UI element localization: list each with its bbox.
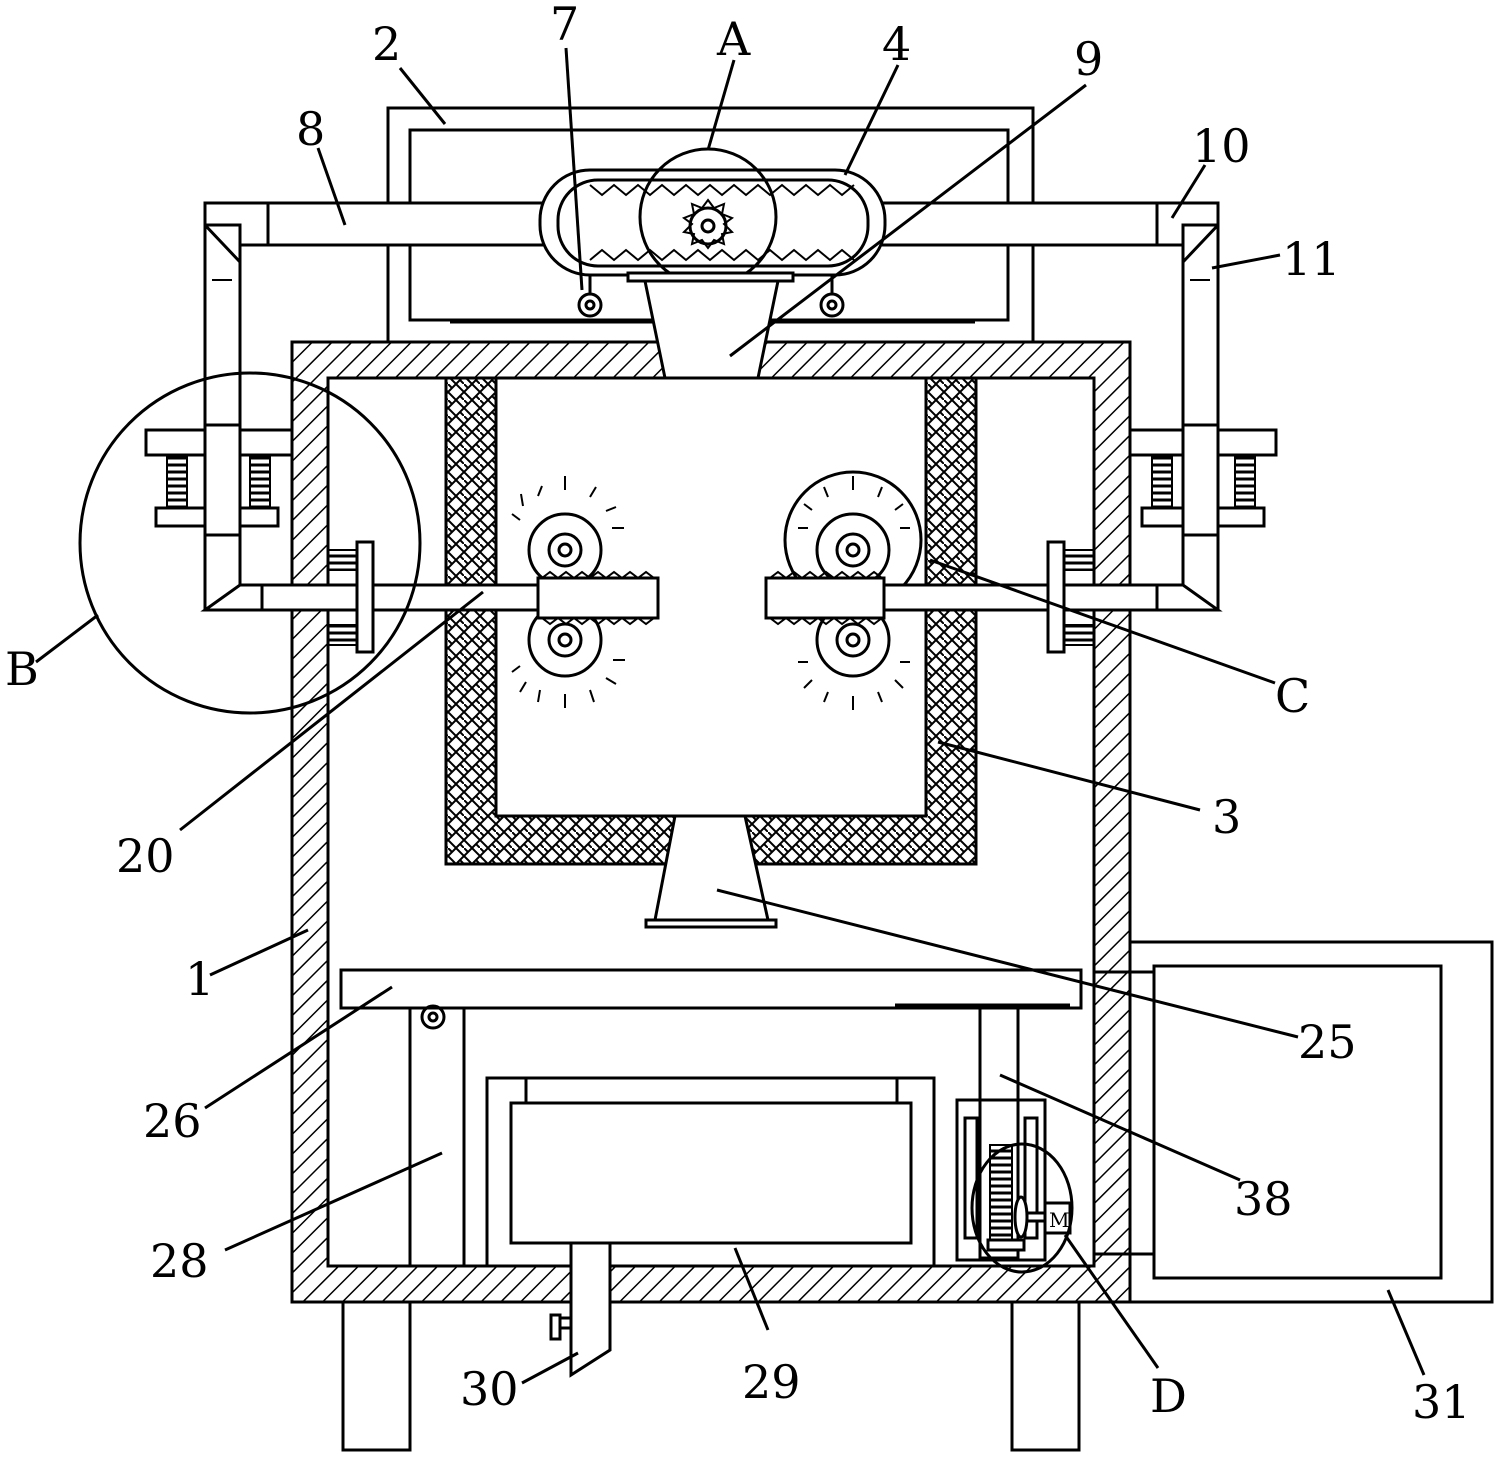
detail-circle-b [78,371,422,715]
label-a: A [716,12,751,66]
leader-lines [35,47,1426,1385]
detail-circle-d [970,1142,1074,1274]
outlet-valve [549,1241,612,1378]
side-box [1092,940,1494,1304]
label-4: 4 [882,17,911,71]
label-3: 3 [1212,790,1241,844]
label-29: 29 [742,1355,801,1409]
vibration-mechanism: M [955,1006,1074,1274]
label-8: 8 [296,102,325,156]
label-25: 25 [1298,1015,1357,1069]
crushing-chamber [444,376,978,929]
right-bracket [1128,423,1278,537]
push-rods [200,540,1223,654]
label-28: 28 [150,1234,209,1288]
reference-labels: 2 7 A 4 9 8 10 11 B C 3 20 1 25 26 38 28… [5,0,1471,1429]
label-1: 1 [185,952,214,1006]
label-20: 20 [116,829,175,883]
label-10: 10 [1192,119,1251,173]
sieve-plate [339,968,1083,1030]
label-d: D [1150,1369,1187,1423]
feed-hopper [643,279,780,380]
motor-mark: M [1049,1208,1069,1232]
label-2: 2 [372,17,401,71]
label-31: 31 [1412,1375,1471,1429]
label-26: 26 [143,1094,202,1148]
label-30: 30 [460,1362,519,1416]
crusher-roller-left-top [511,476,624,588]
support-column [408,1006,466,1268]
label-38: 38 [1234,1172,1293,1226]
label-c: C [1275,669,1310,723]
left-bracket [78,371,422,715]
label-11: 11 [1282,232,1341,286]
label-7: 7 [550,0,579,51]
label-9: 9 [1074,32,1103,86]
label-b: B [5,642,39,696]
collection-drawer [485,1076,936,1268]
